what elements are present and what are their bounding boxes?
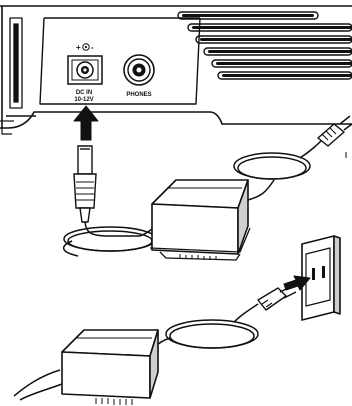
vent-grille <box>177 11 352 80</box>
insertion-arrow-icon <box>73 105 99 141</box>
phones-label: PHONES <box>126 92 151 98</box>
dc-cable-bottom <box>13 369 63 401</box>
adapter-cable <box>63 221 159 257</box>
ac-cord-bottom <box>155 303 259 349</box>
ac-plug-bottom <box>257 285 297 311</box>
dc-plug <box>73 145 97 223</box>
phones-jack <box>123 54 155 86</box>
vent-slot-shadows <box>182 14 352 77</box>
wall-outlet <box>301 235 341 321</box>
dc-voltage-label: 10-12V <box>74 97 93 103</box>
polarity-plus-label: + <box>76 43 81 52</box>
dc-polarity-icon: + - <box>76 43 94 52</box>
polarity-minus-label: - <box>91 43 94 52</box>
ac-adapter-middle <box>149 179 251 261</box>
ac-adapter-bottom <box>61 329 159 405</box>
dc-in-label: DC IN <box>76 90 92 96</box>
ac-cord-middle <box>233 137 325 201</box>
instrument-rear-panel <box>0 5 352 135</box>
ac-plug-middle <box>317 115 352 147</box>
dc-in-jack <box>67 55 103 85</box>
left-vent-slots <box>9 17 23 109</box>
